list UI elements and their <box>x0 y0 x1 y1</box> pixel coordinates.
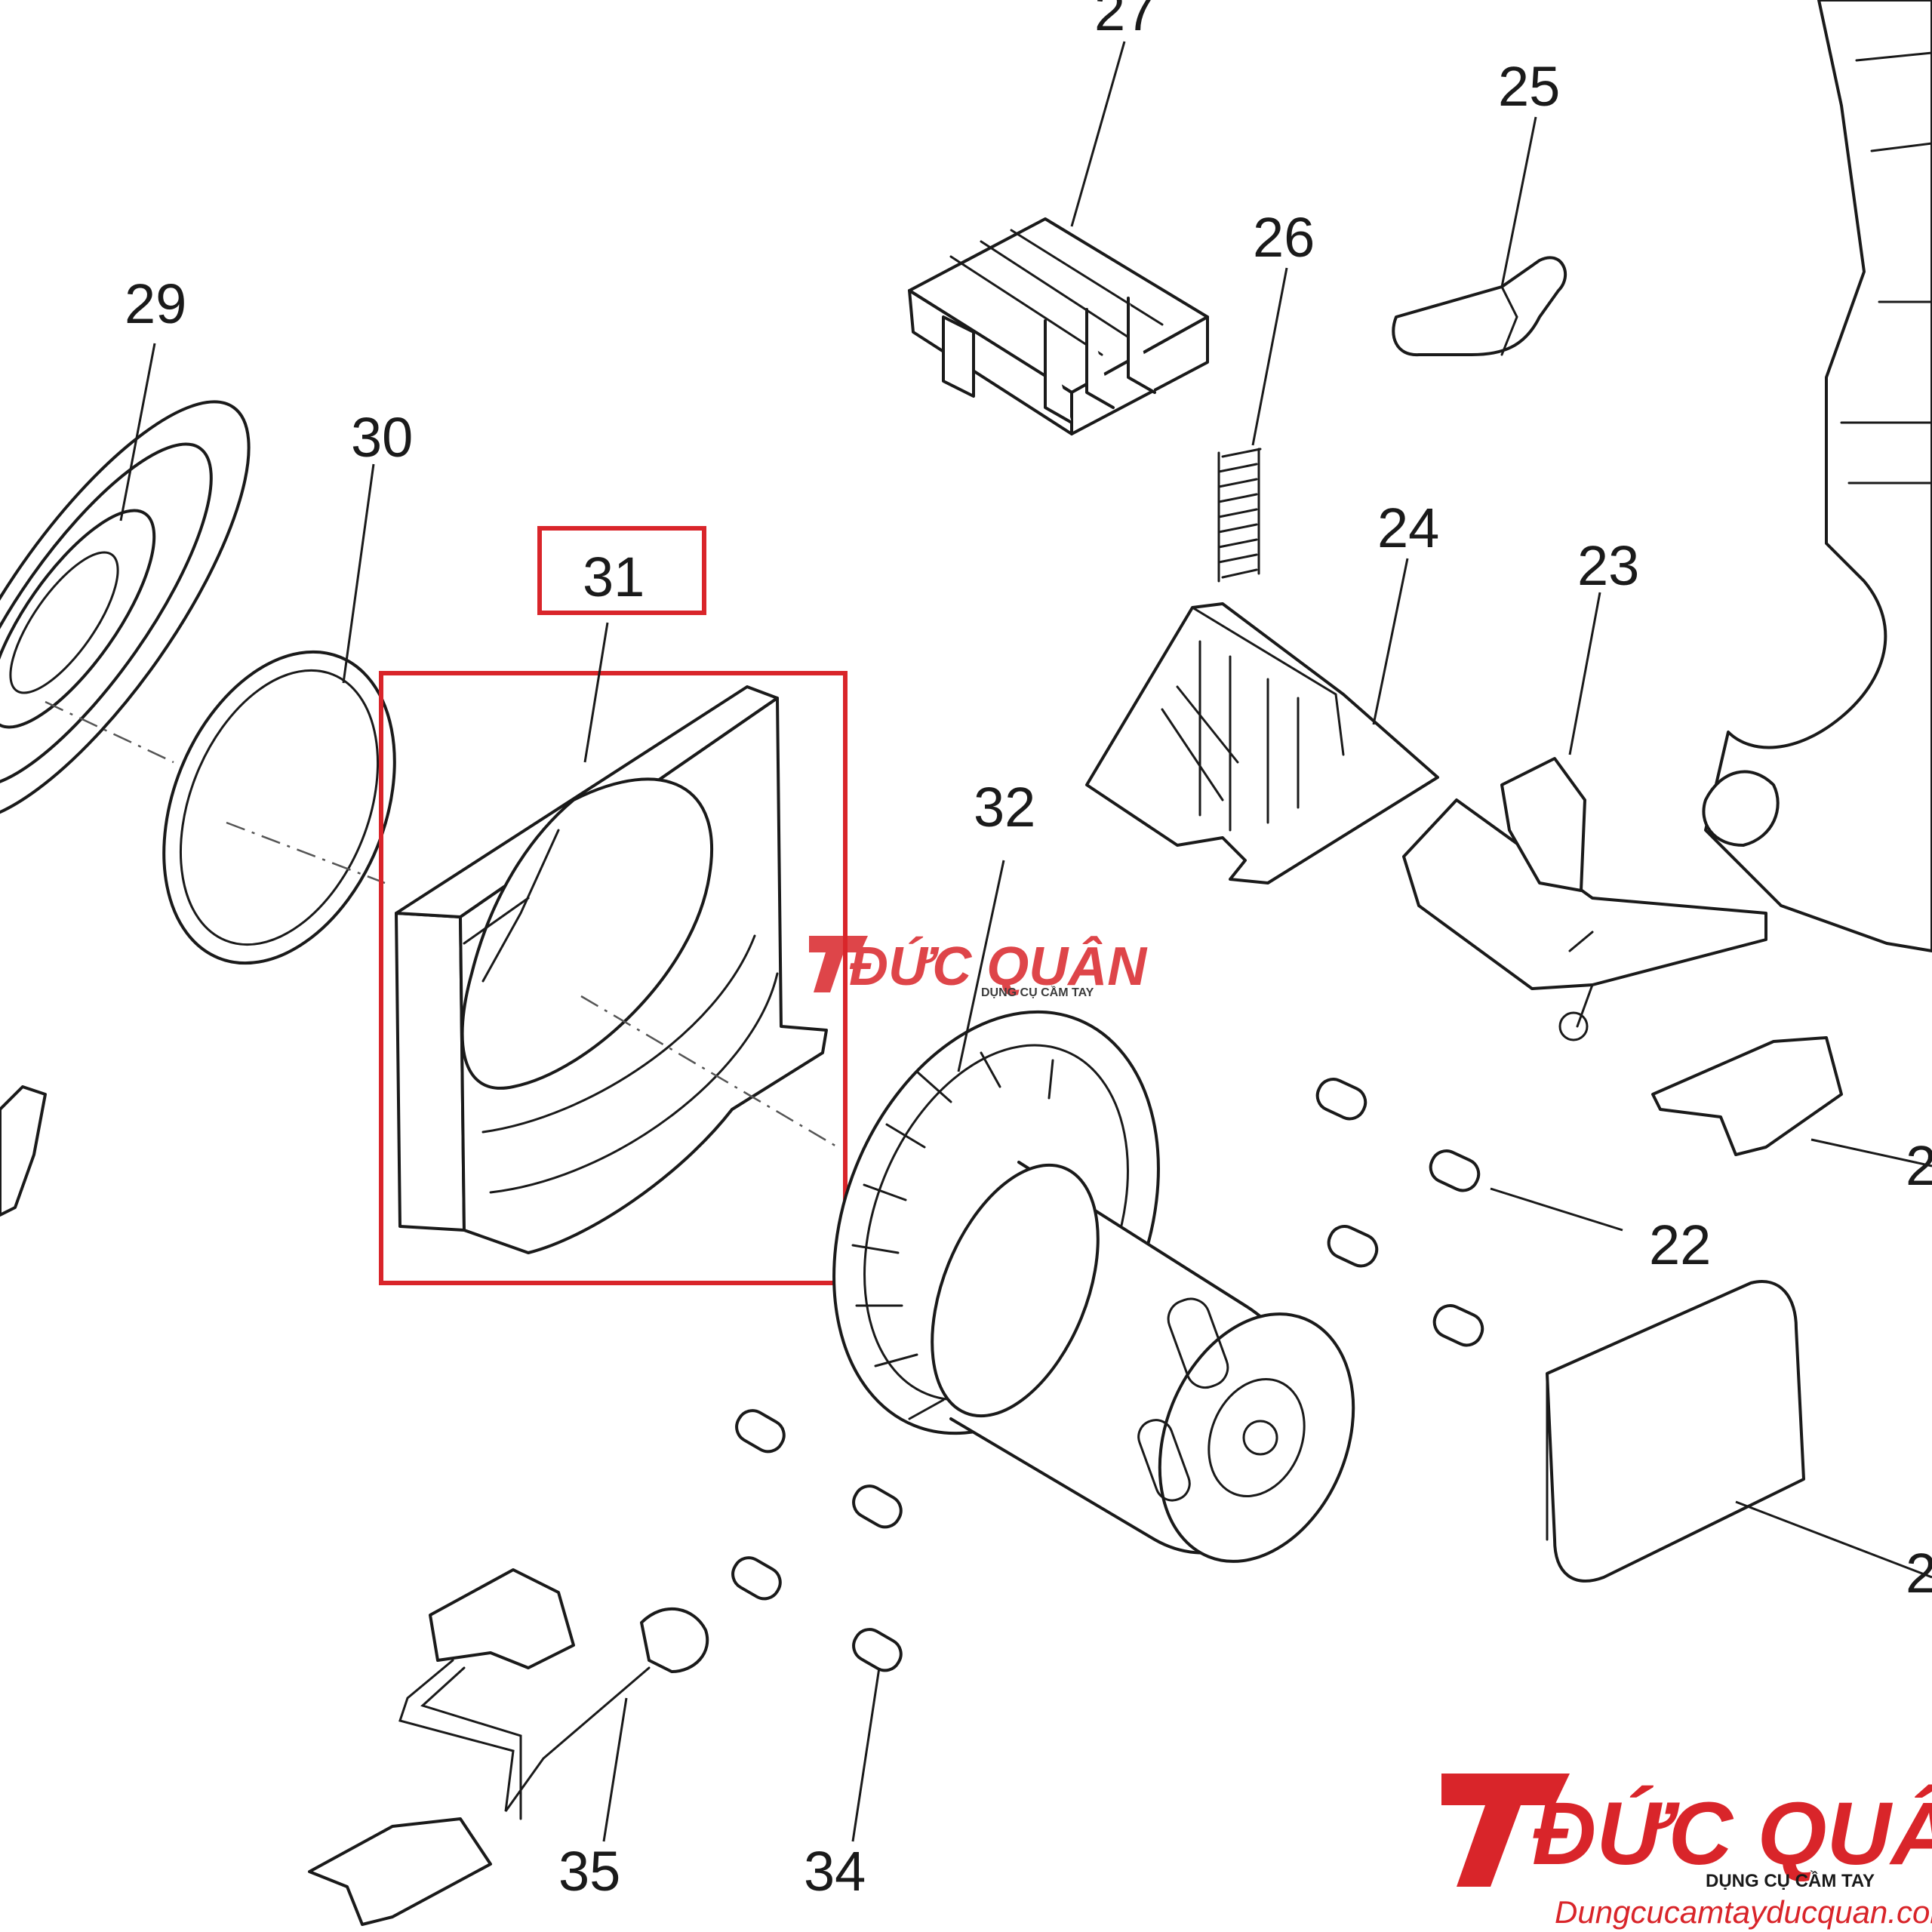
center-watermark-subtitle: DỤNG CỤ CẦM TAY <box>981 985 1094 999</box>
label-34: 34 <box>804 1840 866 1903</box>
corner-watermark-subtitle: DỤNG CỤ CẦM TAY <box>1706 1870 1875 1891</box>
center-watermark-logo-icon <box>809 936 868 992</box>
center-watermark: ĐỨC QUÂN DỤNG CỤ CẦM TAY <box>809 936 1148 999</box>
label-35: 35 <box>558 1840 620 1903</box>
label-partial-right-1: 2 <box>1906 1134 1932 1197</box>
part-35-terminal <box>398 1568 709 1842</box>
part-23-plate <box>1402 757 1767 1041</box>
corner-watermark-title: ĐỨC QUÂN <box>1532 1783 1932 1884</box>
part-27-switch <box>908 217 1209 435</box>
label-29: 29 <box>125 272 186 335</box>
part-housing-right <box>1702 0 1932 952</box>
label-26: 26 <box>1253 206 1315 269</box>
highlight-box-31 <box>379 671 848 1285</box>
part-24-bracket <box>1085 602 1439 884</box>
label-32: 32 <box>974 776 1035 838</box>
part-26-spring <box>1217 448 1262 583</box>
part-32-motor <box>832 1010 1355 1563</box>
label-box-31 <box>537 526 706 615</box>
part-clip-right <box>1651 1036 1932 1168</box>
leader-lines <box>119 41 1601 1072</box>
label-31: 31 <box>583 546 645 608</box>
label-30: 30 <box>351 406 413 469</box>
part-pad-right <box>1546 1280 1932 1583</box>
label-24: 24 <box>1377 497 1439 559</box>
label-partial-right-2: 2 <box>1906 1542 1932 1604</box>
corner-watermark-logo-icon <box>1441 1774 1570 1887</box>
part-34-pins <box>731 1409 903 1842</box>
part-29-seal <box>0 400 251 823</box>
label-27: 27 <box>1094 0 1156 42</box>
part-31-fan-baffle <box>395 685 838 1254</box>
center-watermark-title: ĐỨC QUÂN <box>849 936 1148 997</box>
fan-blades <box>851 1051 1054 1420</box>
part-left-fragment <box>0 1085 47 1217</box>
corner-watermark: ĐỨC QUÂN DỤNG CỤ CẦM TAY Dungcucamtayduc… <box>1441 1774 1932 1930</box>
label-22: 22 <box>1649 1214 1711 1276</box>
part-25-lever <box>1392 256 1567 357</box>
part-22-pins <box>1315 1078 1623 1347</box>
part-30-ring <box>162 650 396 965</box>
part-numbers: 29 30 31 32 27 25 26 24 23 22 34 35 2 2 <box>125 0 1932 1903</box>
corner-watermark-url: Dungcucamtayducquan.com <box>1555 1894 1932 1930</box>
label-23: 23 <box>1577 534 1639 597</box>
label-25: 25 <box>1498 55 1560 118</box>
part-clip-bottom <box>308 1817 492 1926</box>
